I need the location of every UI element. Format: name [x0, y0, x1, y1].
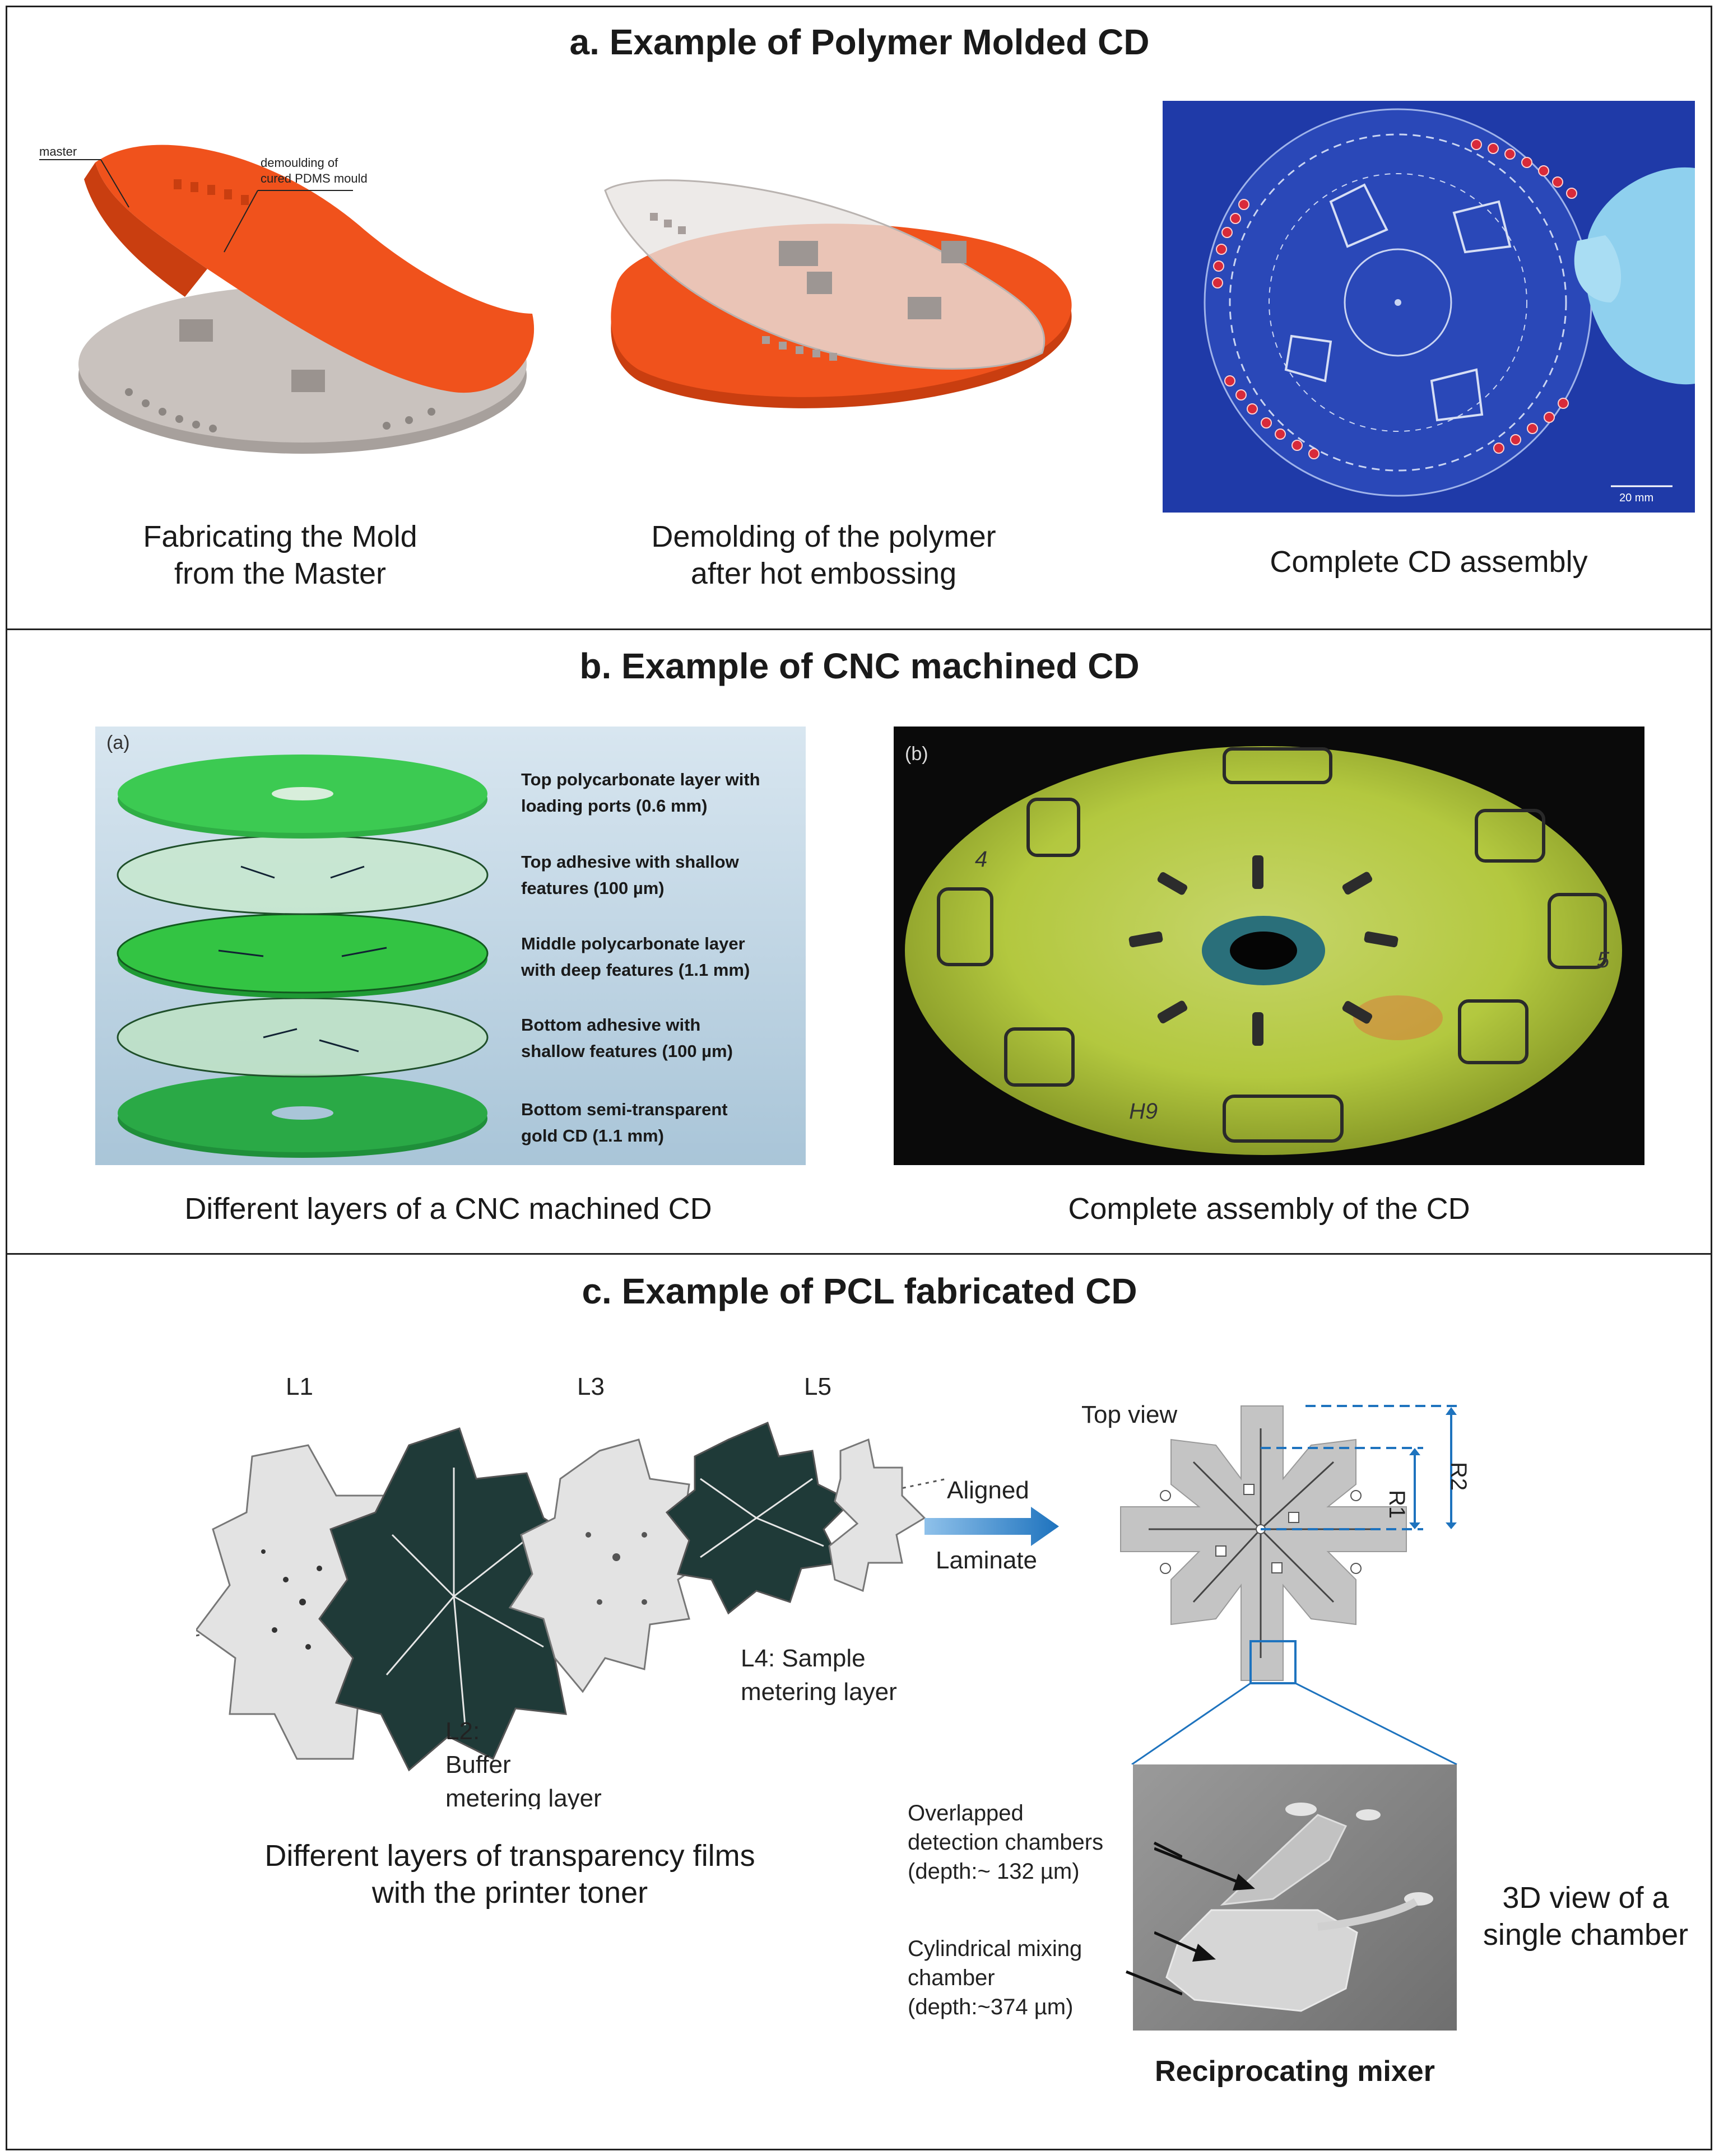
cnc-layers-figure: (a) Top polycarbonate layer with loading… [95, 727, 806, 1165]
panel-letter-a: (a) [106, 732, 130, 753]
layer-3-line-2: with deep features (1.1 mm) [521, 960, 750, 980]
layer-top-adhesive [117, 835, 489, 915]
layer-5-line-2: gold CD (1.1 mm) [521, 1126, 664, 1145]
layer-4-line-2: shallow features (100 µm) [521, 1041, 733, 1061]
annotation-arrows [1154, 1847, 1255, 1962]
mold-master-figure: master demoulding of cured PDMS mould [39, 129, 543, 471]
handwriting-5: 5 [1597, 948, 1610, 972]
label-master: master [39, 145, 77, 159]
detection-line-3: (depth:~ 132 µm) [908, 1859, 1080, 1884]
label-top-view: Top view [1081, 1401, 1177, 1428]
layer-1-line-2: loading ports (0.6 mm) [521, 796, 707, 816]
label-R1: R1 [1385, 1490, 1409, 1519]
caption-transparency-films: Different layers of transparency films w… [264, 1839, 755, 1910]
chamber-annotations: Overlapped detection chambers (depth:~ 1… [902, 1798, 1182, 2050]
handwriting-4: 4 [975, 847, 987, 872]
pdms-mould [95, 145, 535, 393]
caption-complete-cd: Complete CD assembly [1270, 545, 1588, 579]
mixing-line-1: Cylindrical mixing [908, 1936, 1082, 1961]
mixing-chamber [1165, 1909, 1358, 2012]
label-L2-line-2: Buffer [445, 1751, 511, 1778]
label-L3: L3 [577, 1373, 605, 1400]
gloved-hand [1585, 167, 1695, 385]
label-L1: L1 [286, 1373, 313, 1400]
panel-letter-b: (b) [905, 743, 928, 765]
divider-b-c [6, 1253, 1712, 1255]
label-aligned: Aligned [947, 1477, 1029, 1504]
panel-a-title: a. Example of Polymer Molded CD [569, 22, 1150, 62]
mixing-line-3: (depth:~374 µm) [908, 1995, 1073, 2019]
detection-line-2: detection chambers [908, 1830, 1103, 1855]
demolding-figure [594, 168, 1109, 420]
layer-2-line-2: features (100 µm) [521, 878, 665, 898]
label-demoulding-2: cured PDMS mould [261, 171, 368, 185]
figure-frame [6, 6, 1712, 2150]
laminated-cd [1120, 1405, 1407, 1681]
zoom-box [1249, 1640, 1297, 1684]
chamber-3d-view [1133, 1764, 1457, 2031]
label-L2-line-1: L2: [445, 1717, 480, 1745]
layer-middle-polycarbonate [117, 913, 489, 994]
caption-demolding: Demolding of the polymer after hot embos… [651, 520, 996, 590]
mixing-line-2: chamber [908, 1966, 995, 1990]
cnc-assembled-photo: (b) H9 5 4 [894, 727, 1644, 1165]
label-R2: R2 [1446, 1462, 1471, 1491]
top-view-figure: Top view R1 R2 [1065, 1395, 1502, 1764]
align-laminate-arrow: Aligned Laminate [919, 1473, 1065, 1580]
label-L4-line-1: L4: Sample [741, 1645, 866, 1672]
layer-4-line-1: Bottom adhesive with [521, 1015, 700, 1035]
layer-L3 [508, 1438, 713, 1693]
detection-line-1: Overlapped [908, 1801, 1024, 1826]
caption-3d-chamber: 3D view of a single chamber [1483, 1881, 1689, 1952]
layer-bottom-adhesive [117, 997, 489, 1078]
complete-cd-photo: 20 mm [1163, 101, 1695, 513]
label-L4-line-2: metering layer [741, 1678, 897, 1706]
layer-2-line-1: Top adhesive with shallow [521, 852, 740, 872]
label-L2-line-3: metering layer [445, 1785, 602, 1809]
layer-1-line-1: Top polycarbonate layer with [521, 770, 760, 789]
divider-a-b [6, 628, 1712, 630]
caption-cnc-layers: Different layers of a CNC machined CD [184, 1192, 712, 1226]
reciprocating-mixer-title: Reciprocating mixer [1155, 2055, 1435, 2088]
pcl-layers-figure: L1 L3 L5 L2: Buffer metering layer L4: S… [196, 1367, 964, 1809]
label-laminate: Laminate [936, 1547, 1037, 1574]
label-demoulding-1: demoulding of [261, 156, 338, 170]
handwriting-h9: H9 [1129, 1099, 1158, 1124]
panel-c-title: c. Example of PCL fabricated CD [582, 1271, 1137, 1311]
layer-L4 [665, 1421, 853, 1615]
detection-chamber [1220, 1814, 1348, 1906]
caption-cnc-assembled: Complete assembly of the CD [1068, 1192, 1470, 1226]
scale-bar-label: 20 mm [1619, 492, 1653, 504]
layer-3-line-1: Middle polycarbonate layer [521, 934, 745, 953]
caption-mold-master: Fabricating the Mold from the Master [143, 520, 417, 590]
label-L5: L5 [804, 1373, 831, 1400]
panel-b-title: b. Example of CNC machined CD [579, 646, 1140, 686]
layer-5-line-1: Bottom semi-transparent [521, 1100, 728, 1119]
layer-L5 [828, 1438, 926, 1592]
arrow-icon [924, 1507, 1059, 1546]
